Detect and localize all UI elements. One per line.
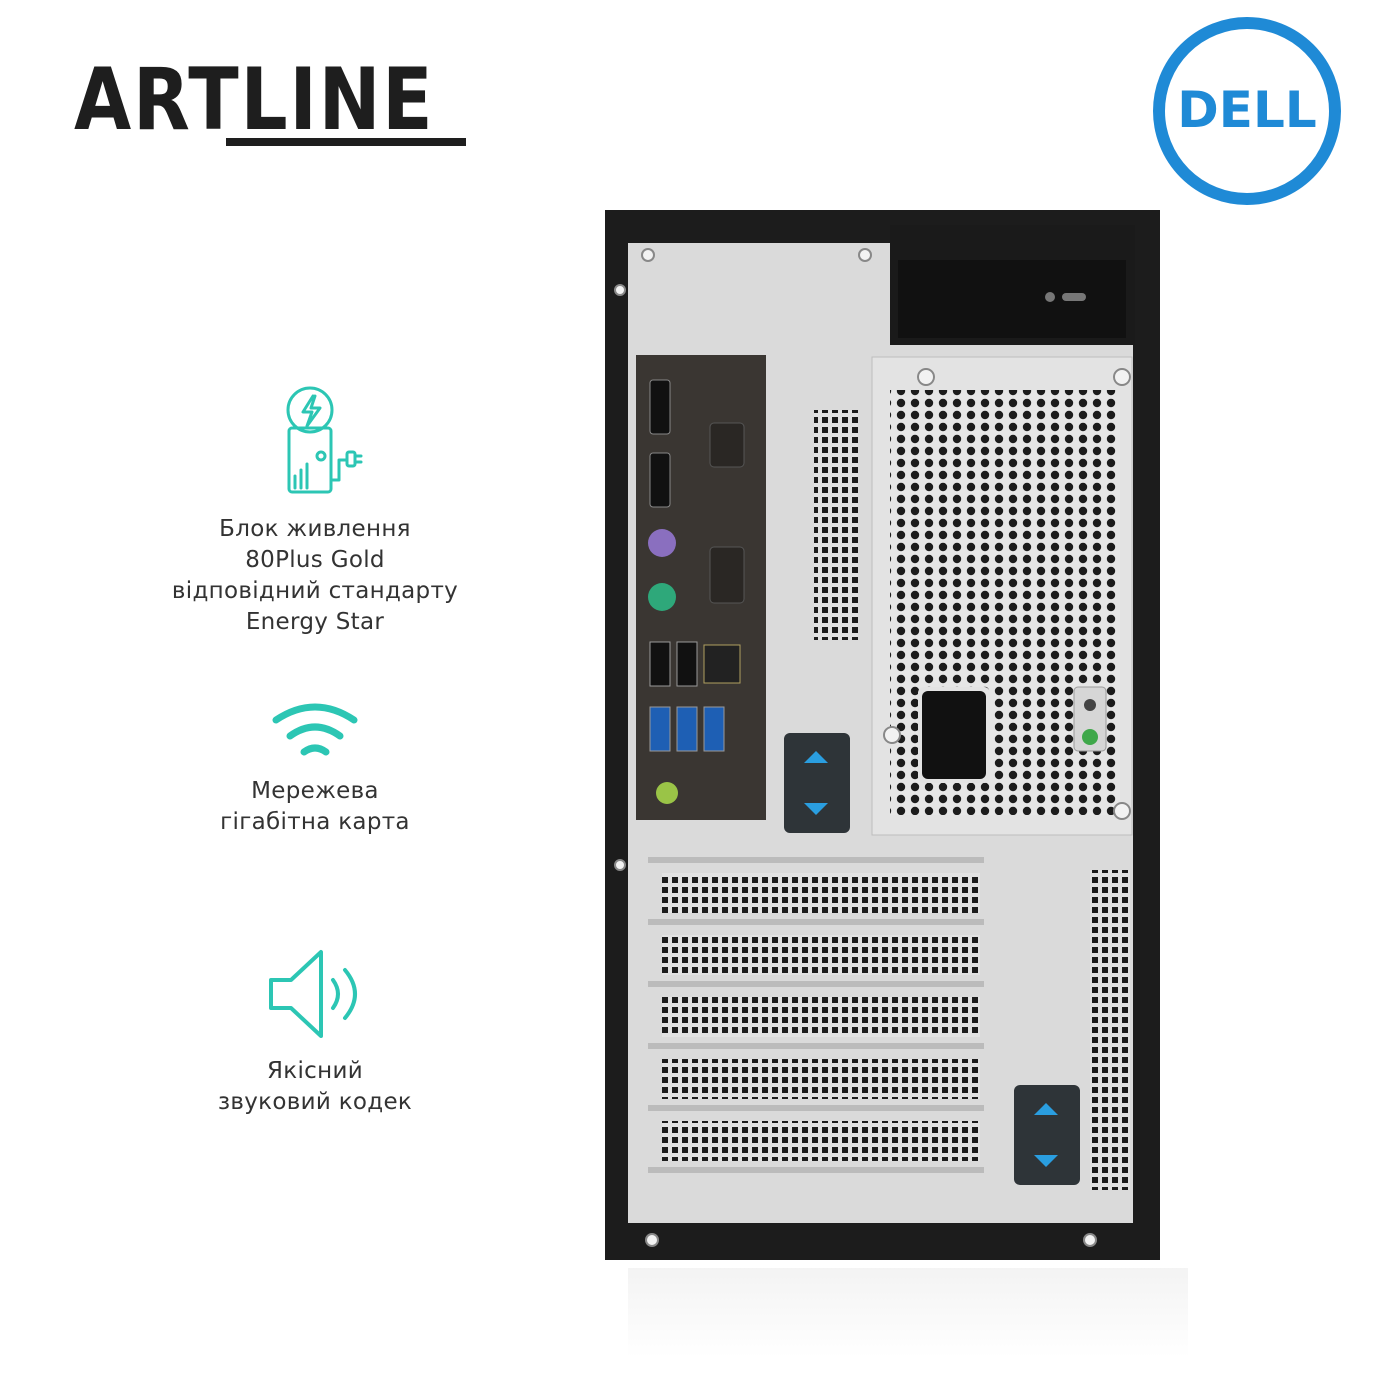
expansion-slots [648, 857, 984, 1173]
case-latch-upper [784, 733, 850, 833]
latch2-up-arrow-icon [1034, 1103, 1058, 1115]
latch-down-arrow-icon [804, 803, 828, 815]
latch-up-arrow-icon [804, 751, 828, 763]
wifi-icon [272, 703, 358, 756]
speaker-icon [269, 950, 357, 1038]
usb3-port-1 [649, 706, 671, 752]
lock-slot-icon [1045, 292, 1055, 302]
power-inlet [922, 691, 986, 779]
side-vent [1090, 870, 1130, 1190]
usb3-port-3 [703, 706, 725, 752]
vertical-slot-grill [814, 410, 858, 640]
feature-network: Мережева гігабітна карта [130, 700, 500, 838]
workstation-rear-panel [605, 210, 1160, 1260]
dell-logo: DELL [1153, 17, 1341, 205]
ps2-keyboard-port [648, 529, 676, 557]
usb2-port-2 [676, 641, 698, 687]
feature-power-supply: Блок живлення 80Plus Gold відповідний ст… [130, 384, 500, 638]
power-supply-icon [286, 386, 363, 494]
artline-logo-underline [226, 138, 466, 146]
displayport-1 [649, 379, 671, 435]
case-latch-lower [1014, 1085, 1080, 1185]
feature-audio-text: Якісний звуковий кодек [217, 1058, 413, 1115]
ethernet-port [703, 644, 741, 684]
usb2-port-1 [649, 641, 671, 687]
feature-audio: Якісний звуковий кодек [130, 946, 500, 1118]
audio-out-jack [656, 782, 678, 804]
dell-logo-text: DELL [1177, 81, 1316, 139]
usb3-port-2 [676, 706, 698, 752]
ps2-mouse-port [648, 583, 676, 611]
feature-network-text: Мережева гігабітна карта [220, 778, 410, 835]
displayport-2 [649, 452, 671, 508]
artline-logo: ARTLINE [74, 52, 466, 148]
tower-shadow [628, 1268, 1188, 1358]
feature-power-supply-text: Блок живлення 80Plus Gold відповідний ст… [171, 516, 459, 635]
latch2-down-arrow-icon [1034, 1155, 1058, 1167]
psu-test-led [1082, 729, 1098, 745]
artline-logo-text: ARTLINE [74, 50, 435, 150]
